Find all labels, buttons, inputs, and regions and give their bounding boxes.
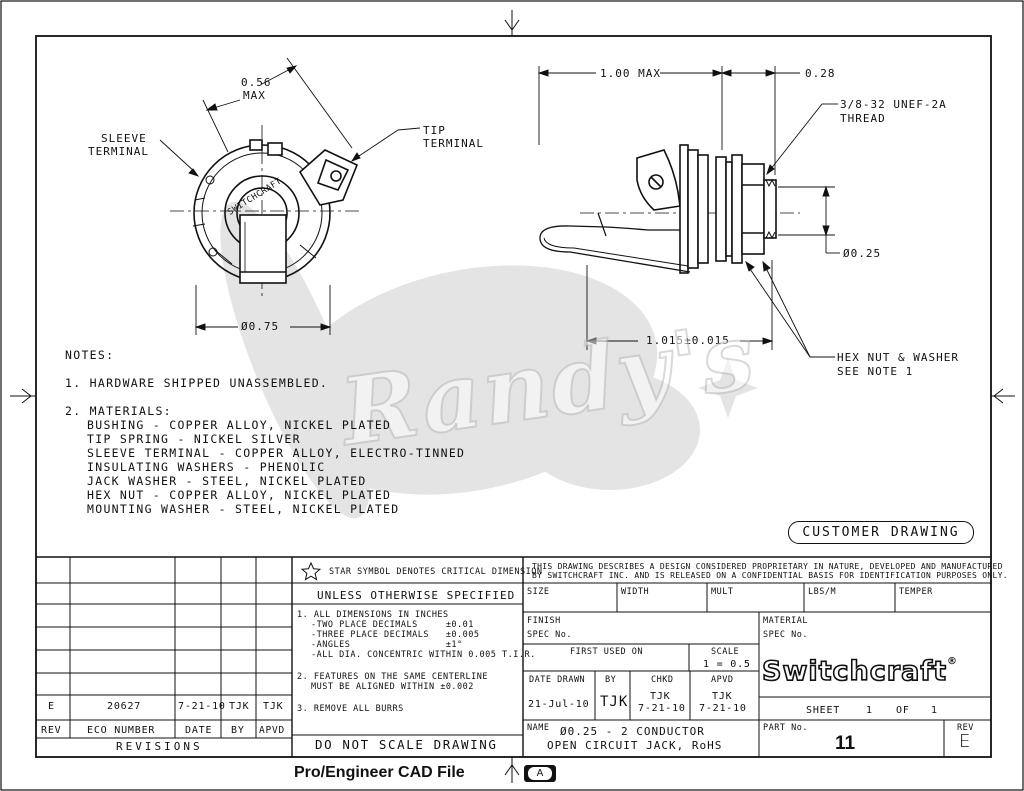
star-note: STAR SYMBOL DENOTES CRITICAL DIMENSION bbox=[329, 567, 543, 577]
note-1: 1. HARDWARE SHIPPED UNASSEMBLED. bbox=[65, 376, 329, 390]
dim-1015: 1.015±0.015 bbox=[646, 334, 730, 347]
side-view bbox=[539, 144, 800, 274]
label-sleeve: SLEEVE bbox=[101, 132, 147, 145]
dim-dia-075: Ø0.75 bbox=[241, 320, 280, 333]
label-hex-nut: HEX NUT & WASHER bbox=[837, 351, 959, 364]
notes-block: NOTES: 1. HARDWARE SHIPPED UNASSEMBLED. 2.… bbox=[65, 348, 465, 516]
rev-value: E bbox=[959, 731, 972, 752]
material-item: JACK WASHER - STEEL, NICKEL PLATED bbox=[87, 474, 367, 488]
tol-line: -ALL DIA. CONCENTRIC WITHIN 0.005 T.I.R. bbox=[311, 650, 536, 660]
revisions-title: REVISIONS bbox=[116, 740, 203, 753]
label-thread: 3/8-32 UNEF-2A bbox=[840, 98, 947, 111]
date-drawn-label: DATE DRAWN bbox=[529, 675, 586, 685]
proprietary-2: BY SWITCHCRAFT INC. AND IS RELEASED ON A… bbox=[532, 571, 1008, 580]
label-tip: TIP bbox=[423, 124, 446, 137]
rev-label: REV bbox=[957, 723, 974, 733]
label-see-note: SEE NOTE 1 bbox=[837, 365, 914, 378]
chkd-by: TJK bbox=[650, 691, 671, 702]
unless-specified: UNLESS OTHERWISE SPECIFIED bbox=[317, 589, 516, 602]
temper-label: TEMPER bbox=[899, 587, 933, 597]
sheet-number: 1 bbox=[866, 705, 873, 716]
eco-cell: 20627 bbox=[107, 701, 142, 712]
sheet-size-badge: A bbox=[524, 765, 556, 782]
label-tip-terminal: TERMINAL bbox=[423, 137, 484, 150]
apvd-cell: TJK bbox=[263, 701, 284, 712]
apvd-date: 7-21-10 bbox=[699, 703, 747, 714]
star-icon bbox=[300, 561, 322, 581]
tol-line: MUST BE ALIGNED WITHIN ±0.002 bbox=[311, 682, 474, 692]
sheet-total: 1 bbox=[931, 705, 938, 716]
registered-mark: ® bbox=[946, 656, 958, 667]
dim-width-suffix: MAX bbox=[243, 89, 266, 102]
chkd-date: 7-21-10 bbox=[638, 703, 686, 714]
dim-length-max: 1.00 MAX bbox=[600, 67, 661, 80]
material-item: SLEEVE TERMINAL - COPPER ALLOY, ELECTRO-… bbox=[87, 446, 466, 460]
date-header: DATE bbox=[185, 725, 213, 736]
scale-label: SCALE bbox=[711, 647, 740, 657]
drawn-by: TJK bbox=[600, 694, 629, 710]
apvd-by: TJK bbox=[712, 691, 733, 702]
dim-dia-025: Ø0.25 bbox=[843, 247, 882, 260]
finish-label: FINISH bbox=[527, 616, 561, 626]
material-item: HEX NUT - COPPER ALLOY, NICKEL PLATED bbox=[87, 488, 392, 502]
date-cell: 7-21-10 bbox=[178, 701, 226, 712]
logo-text: Switchcraft bbox=[761, 655, 947, 688]
material-item: INSULATING WASHERS - PHENOLIC bbox=[87, 460, 326, 474]
sheet-size: A bbox=[528, 767, 552, 780]
tol-line: 3. REMOVE ALL BURRS bbox=[297, 704, 404, 714]
apvd-label: APVD bbox=[711, 675, 734, 685]
part-no-label: PART No. bbox=[763, 723, 808, 733]
sheet-label: SHEET bbox=[806, 705, 841, 716]
notes-heading: NOTES: bbox=[65, 348, 115, 362]
by-header: BY bbox=[231, 725, 245, 736]
dim-width: 0.56 bbox=[241, 76, 272, 89]
rev-header: REV bbox=[41, 725, 62, 736]
apvd-header: APVD bbox=[259, 725, 286, 736]
material-label: MATERIAL bbox=[763, 616, 808, 626]
dim-028: 0.28 bbox=[805, 67, 836, 80]
front-view bbox=[170, 125, 360, 300]
width-label: WIDTH bbox=[621, 587, 650, 597]
name-label: NAME bbox=[527, 723, 550, 733]
name-line-2: OPEN CIRCUIT JACK, RoHS bbox=[547, 739, 723, 752]
tol-line: -THREE PLACE DECIMALS ±0.005 bbox=[311, 630, 480, 640]
customer-drawing-badge: CUSTOMER DRAWING bbox=[788, 521, 974, 544]
do-not-scale: DO NOT SCALE DRAWING bbox=[315, 737, 498, 752]
size-label: SIZE bbox=[527, 587, 550, 597]
date-drawn: 21-Jul-10 bbox=[528, 699, 590, 710]
scale-value: 1 = 0.5 bbox=[703, 659, 751, 670]
chkd-label: CHKD bbox=[651, 675, 674, 685]
tol-line: -TWO PLACE DECIMALS ±0.01 bbox=[311, 620, 474, 630]
eco-header: ECO NUMBER bbox=[87, 725, 156, 736]
by-cell: TJK bbox=[229, 701, 250, 712]
by-label: BY bbox=[605, 675, 617, 685]
switchcraft-logo: Switchcraft® bbox=[761, 655, 980, 692]
of-label: OF bbox=[896, 705, 910, 716]
rev-cell: E bbox=[48, 701, 55, 712]
material-item: BUSHING - COPPER ALLOY, NICKEL PLATED bbox=[87, 418, 392, 432]
cad-file-label: Pro/Engineer CAD File bbox=[294, 764, 465, 781]
side-view-dimensions bbox=[537, 66, 840, 358]
mult-label: MULT bbox=[711, 587, 734, 597]
material-spec-label: SPEC No. bbox=[763, 630, 808, 640]
name-line-1: Ø0.25 - 2 CONDUCTOR bbox=[560, 725, 705, 738]
label-thread-2: THREAD bbox=[840, 112, 886, 125]
material-item: TIP SPRING - NICKEL SILVER bbox=[87, 432, 301, 446]
finish-spec-label: SPEC No. bbox=[527, 630, 572, 640]
tol-line: -ANGLES ±1° bbox=[311, 640, 463, 650]
tol-line: 2. FEATURES ON THE SAME CENTERLINE bbox=[297, 672, 488, 682]
lbsm-label: LBS/M bbox=[808, 587, 837, 597]
first-used-on-label: FIRST USED ON bbox=[570, 647, 644, 657]
label-sleeve-terminal: TERMINAL bbox=[88, 145, 149, 158]
tol-line: 1. ALL DIMENSIONS IN INCHES bbox=[297, 610, 449, 620]
note-2: 2. MATERIALS: bbox=[65, 404, 172, 418]
part-number: 11 bbox=[835, 733, 856, 754]
title-block-grid bbox=[36, 556, 991, 757]
front-view-dimensions bbox=[159, 57, 421, 335]
material-item: MOUNTING WASHER - STEEL, NICKEL PLATED bbox=[87, 502, 400, 516]
proprietary-1: THIS DRAWING DESCRIBES A DESIGN CONSIDER… bbox=[532, 562, 1003, 571]
